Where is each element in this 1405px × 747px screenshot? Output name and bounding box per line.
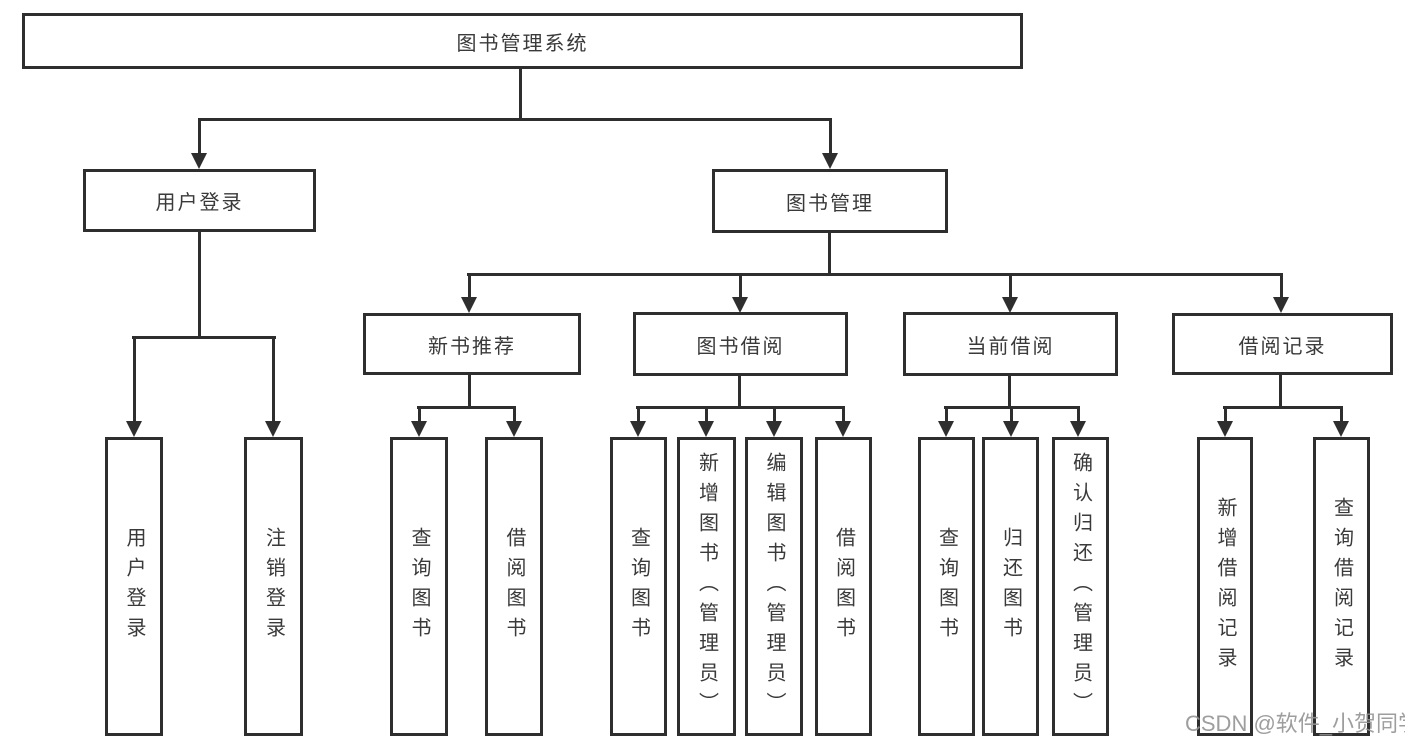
connector-line xyxy=(1223,406,1343,409)
connector-line xyxy=(1279,375,1282,409)
down-arrow xyxy=(506,406,522,437)
node-new-book-recommend: 新书推荐 xyxy=(363,313,581,375)
csdn-watermark: CSDN @软件_小贺同学 xyxy=(1185,711,1405,736)
leaf-label: 编辑图书（管理员） xyxy=(763,451,785,722)
leaf-borrow-books-1: 借阅图书 xyxy=(485,437,543,736)
down-arrow xyxy=(822,118,838,169)
down-arrow xyxy=(938,406,954,437)
leaf-label: 查询图书 xyxy=(627,526,650,647)
down-arrow xyxy=(1217,406,1233,437)
connector-line xyxy=(738,376,741,409)
connector-line xyxy=(467,273,1283,276)
leaf-user-login: 用户登录 xyxy=(105,437,163,736)
leaf-confirm-return-admin: 确认归还（管理员） xyxy=(1052,437,1109,736)
down-arrow xyxy=(732,273,748,313)
connector-line xyxy=(132,336,276,339)
down-arrow xyxy=(265,336,281,437)
down-arrow xyxy=(1333,406,1349,437)
leaf-add-borrow-record: 新增借阅记录 xyxy=(1197,437,1253,736)
node-book-borrow: 图书借阅 xyxy=(633,312,848,376)
leaf-query-borrow-record: 查询借阅记录 xyxy=(1313,437,1370,736)
leaf-label: 用户登录 xyxy=(123,526,145,647)
down-arrow xyxy=(191,118,207,169)
leaf-label: 查询借阅记录 xyxy=(1330,496,1353,677)
down-arrow xyxy=(1070,406,1086,437)
leaf-label: 查询图书 xyxy=(408,526,430,647)
leaf-logout: 注销登录 xyxy=(244,437,303,736)
connector-line xyxy=(1008,376,1011,409)
node-borrow-records: 借阅记录 xyxy=(1172,313,1393,375)
leaf-label: 查询图书 xyxy=(935,526,958,647)
down-arrow xyxy=(461,273,477,313)
connector-line xyxy=(417,406,516,409)
connector-line xyxy=(636,406,845,409)
down-arrow xyxy=(411,406,427,437)
down-arrow xyxy=(698,406,714,437)
node-root: 图书管理系统 xyxy=(22,13,1023,69)
leaf-query-books-1: 查询图书 xyxy=(390,437,448,736)
connector-line xyxy=(519,69,522,119)
connector-line xyxy=(198,232,201,339)
down-arrow xyxy=(1273,273,1289,313)
down-arrow xyxy=(126,336,142,437)
down-arrow xyxy=(630,406,646,437)
leaf-query-books-2: 查询图书 xyxy=(610,437,667,736)
node-user-login: 用户登录 xyxy=(83,169,316,232)
leaf-borrow-books-2: 借阅图书 xyxy=(815,437,872,736)
leaf-edit-books-admin: 编辑图书（管理员） xyxy=(745,437,803,736)
down-arrow xyxy=(1002,273,1018,313)
leaf-label: 归还图书 xyxy=(999,526,1022,647)
leaf-query-books-3: 查询图书 xyxy=(918,437,975,736)
down-arrow xyxy=(1003,406,1019,437)
node-current-borrow: 当前借阅 xyxy=(903,312,1118,376)
down-arrow xyxy=(766,406,782,437)
node-book-management: 图书管理 xyxy=(712,169,948,233)
down-arrow xyxy=(835,406,851,437)
leaf-add-books-admin: 新增图书（管理员） xyxy=(677,437,736,736)
leaf-label: 借阅图书 xyxy=(832,526,855,647)
leaf-label: 新增图书（管理员） xyxy=(695,451,718,722)
leaf-label: 注销登录 xyxy=(262,526,285,647)
connector-line xyxy=(828,233,831,276)
connector-line xyxy=(198,118,832,121)
connector-line xyxy=(468,375,471,409)
leaf-return-books: 归还图书 xyxy=(982,437,1039,736)
leaf-label: 新增借阅记录 xyxy=(1214,496,1236,677)
leaf-label: 确认归还（管理员） xyxy=(1069,451,1092,722)
leaf-label: 借阅图书 xyxy=(503,526,525,647)
